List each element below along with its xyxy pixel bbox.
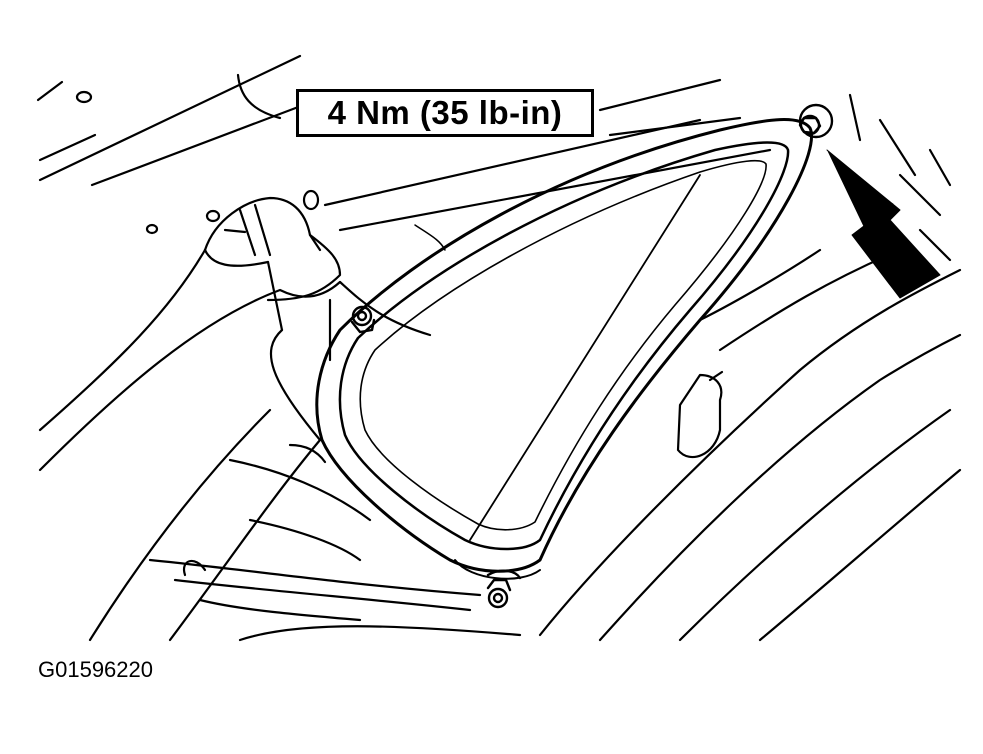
- bottom-bolt: [486, 569, 522, 609]
- left-bolt: [350, 305, 376, 334]
- top-right-nut: [798, 103, 834, 139]
- callout-arrow: [826, 149, 941, 299]
- fasteners: [350, 103, 834, 609]
- quarter-window: [315, 118, 813, 580]
- background-lines: [36, 54, 952, 262]
- right-body-panel: [538, 248, 962, 642]
- lower-panel: [88, 328, 522, 642]
- seatbelt-trim: [38, 196, 432, 472]
- torque-spec-label: 4 Nm (35 lb-in): [296, 89, 594, 137]
- figure-id: G01596220: [38, 657, 153, 682]
